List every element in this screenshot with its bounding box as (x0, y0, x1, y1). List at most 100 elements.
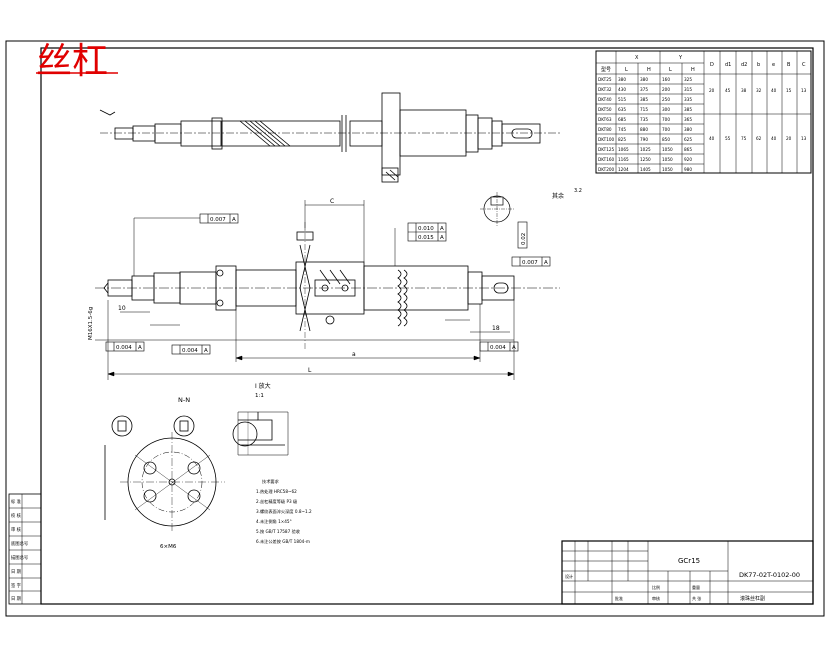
dimension-lines (95, 200, 515, 380)
note-rough: 其余 (552, 192, 564, 200)
table-cell: 625 (684, 137, 692, 142)
th-d: D (710, 62, 714, 68)
left-cell-6: 签 字 (11, 582, 21, 589)
table-cell: 1065 (618, 147, 629, 152)
table-cell: 380 (684, 127, 692, 132)
title-stamp: 丝杠 (36, 41, 108, 82)
tech-req-6: 6.未注公差按 GB/T 1804-m (256, 538, 310, 545)
table-cell: 790 (640, 137, 648, 142)
th-y: Y (678, 55, 683, 61)
table-cell: 980 (684, 167, 692, 172)
table-right-cell: 15 (786, 88, 792, 93)
table-right-cell: 55 (725, 136, 731, 141)
outer-border (5, 40, 825, 617)
title-block: GCr15 DK77-02T-0102-00 滚珠丝杠副 设计 批准 审核 比例… (561, 540, 814, 605)
table-cell: 1025 (640, 147, 651, 152)
th-bb: B (787, 62, 791, 68)
table-row-model: DKT200 (598, 167, 615, 172)
table-cell: 430 (618, 87, 626, 92)
tb-designer: 设计 (565, 573, 573, 579)
table-cell: 1050 (662, 157, 673, 162)
dim-L: L (308, 367, 312, 374)
table-right-cell: 13 (801, 88, 807, 93)
left-cell-0: 标 准 (11, 498, 22, 505)
tech-req-0: 技术要求 (262, 478, 280, 485)
dim-a: a (352, 351, 356, 358)
left-cell-7: 日 期 (11, 596, 21, 602)
tb-weight: 重量 (692, 584, 700, 590)
table-cell: 850 (662, 137, 670, 142)
table-cell: 335 (684, 97, 692, 102)
table-right-cell: 40 (771, 136, 777, 141)
table-cell: 635 (618, 107, 626, 112)
table-right-cell: 40 (771, 88, 777, 93)
table-cell: 160 (662, 77, 670, 82)
dim-thread: M16X1.5-6g (88, 307, 94, 340)
th-sub-h2: H (691, 67, 695, 73)
th-sub-l1: L (625, 67, 628, 73)
dim-18: 18 (492, 325, 500, 332)
tol-5-value: 0.004 (116, 345, 132, 351)
table-cell: 380 (618, 77, 626, 82)
table-cell: 250 (662, 97, 670, 102)
table-right-cell: 32 (756, 88, 762, 93)
table-right-cell: 20 (786, 136, 792, 141)
inner-border (40, 47, 814, 605)
tol-3-ref: A (440, 235, 444, 241)
tol-8-value: 0.02 (521, 233, 527, 245)
table-cell: 380 (640, 77, 648, 82)
section-label: N-N (178, 396, 190, 404)
tol-4-value: 0.007 (522, 260, 538, 266)
tech-req-3: 3.螺纹表面淬火深度 0.8~1.2 (256, 508, 312, 515)
table-right-cell: 75 (741, 136, 747, 141)
table-cell: 700 (662, 117, 670, 122)
tol-6-ref: A (204, 348, 208, 354)
drawing-number: DK77-02T-0102-00 (739, 571, 800, 579)
table-cell: 375 (640, 87, 648, 92)
table-cell: 200 (662, 87, 670, 92)
left-cell-3: 底图总号 (11, 540, 28, 547)
table-row-model: DKT63 (598, 117, 612, 122)
keyway-section (480, 192, 514, 226)
left-cell-2: 审 核 (11, 526, 22, 533)
table-cell: 1050 (662, 147, 673, 152)
th-d2: d2 (741, 62, 747, 68)
table-cell: 300 (662, 107, 670, 112)
left-cell-1: 校 核 (11, 512, 22, 519)
th-sub-l2: L (669, 67, 672, 73)
table-cell: 745 (618, 127, 626, 132)
tol-6-value: 0.004 (182, 348, 198, 354)
tol-1-value: 0.007 (210, 217, 226, 223)
tb-approver: 批准 (615, 595, 623, 601)
table-cell: 865 (684, 147, 692, 152)
tol-3-value: 0.015 (418, 235, 434, 241)
dim-holes: 6×M6 (160, 544, 177, 550)
tech-requirements: 技术要求 1.热处理 HRC58~62 2.丝杠精度等级 P3 级 3.螺纹表面… (256, 478, 312, 545)
table-cell: 715 (640, 107, 648, 112)
section-nn (104, 415, 225, 532)
table-cell: 880 (640, 127, 648, 132)
table-cell: 1165 (618, 157, 629, 162)
assembly-view (99, 92, 560, 183)
table-cell: 325 (684, 77, 692, 82)
detail-view-label: I 放大 (255, 382, 271, 390)
drawing-name: 滚珠丝杠副 (740, 595, 765, 602)
left-cell-4: 描图总号 (11, 554, 28, 561)
tol-7-value: 0.004 (490, 345, 506, 351)
table-right-cell: 40 (709, 136, 715, 141)
table-cell: 515 (618, 97, 626, 102)
table-row-model: DKT125 (598, 147, 615, 152)
table-cell: 1405 (640, 167, 651, 172)
th-b: b (757, 62, 760, 68)
table-right-cell: 62 (756, 136, 762, 141)
tb-sheet: 共 张 (692, 595, 701, 601)
tb-checker: 审核 (652, 595, 660, 601)
table-cell: 685 (618, 117, 626, 122)
table-row-model: DKT25 (598, 77, 612, 82)
tech-req-4: 4.未注倒角 1×45° (256, 518, 292, 525)
left-cell-5: 日 期 (11, 569, 21, 575)
table-cell: 315 (684, 87, 692, 92)
tolerance-frames (105, 213, 551, 355)
